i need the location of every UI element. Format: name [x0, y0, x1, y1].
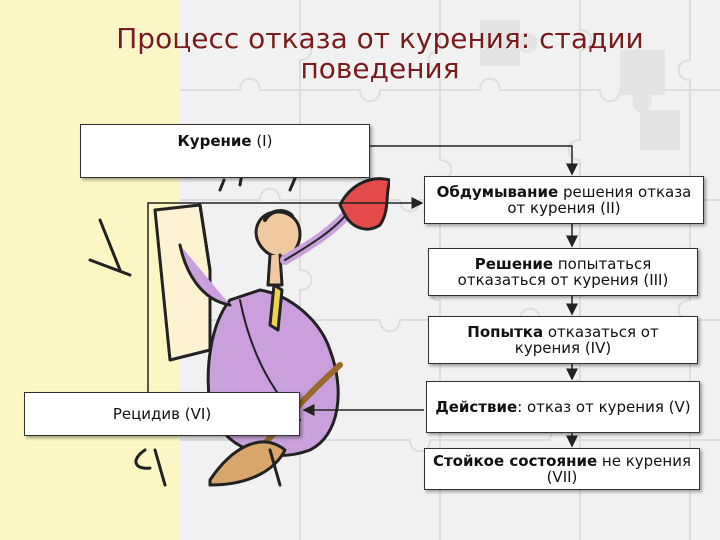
- stage-action-label: Действие: отказ от курения (V): [435, 399, 690, 415]
- stage-smoking-bold: Курение: [177, 132, 252, 150]
- stage-contemplation-rest: решения отказа от курения (II): [507, 183, 692, 217]
- title-line-2: поведения: [300, 52, 460, 85]
- stage-attempt: Попытка отказаться от курения (IV): [428, 316, 698, 364]
- title-line-1: Процесс отказа от курения: стадии: [116, 22, 644, 55]
- stage-relapse-label: Рецидив (VI): [113, 406, 211, 422]
- page-title: Процесс отказа от курения: стадии поведе…: [60, 24, 700, 84]
- stage-decision-label: Решение попытаться отказаться от курения…: [435, 256, 691, 288]
- connector-smoking-to-contemplation: [370, 145, 578, 176]
- stage-contemplation-label: Обдумывание решения отказа от курения (I…: [431, 184, 697, 216]
- stage-attempt-bold: Попытка: [467, 323, 544, 341]
- stage-stable: Стойкое состояние не курения (VII): [424, 448, 700, 490]
- stage-decision-bold: Решение: [474, 255, 554, 273]
- stage-attempt-rest: отказаться от курения (IV): [514, 323, 659, 357]
- stage-action: Действие: отказ от курения (V): [426, 381, 700, 433]
- stage-contemplation: Обдумывание решения отказа от курения (I…: [424, 176, 704, 224]
- stage-smoking-label: Курение (I): [178, 133, 273, 149]
- stage-relapse-bold: Рецидив: [112, 405, 181, 423]
- stage-decision-rest: попытаться отказаться от курения (III): [457, 255, 669, 289]
- stage-smoking: Курение (I): [80, 124, 370, 178]
- stage-decision: Решение попытаться отказаться от курения…: [428, 248, 698, 296]
- yellow-side-panel: [0, 0, 181, 540]
- stage-stable-label: Стойкое состояние не курения (VII): [431, 453, 693, 485]
- stage-action-bold: Действие: [435, 398, 518, 416]
- connector-relapse-to-contemplation: [147, 197, 424, 392]
- stage-contemplation-bold: Обдумывание: [436, 183, 559, 201]
- stage-relapse: Рецидив (VI): [24, 392, 300, 436]
- stage-smoking-rest: (I): [251, 132, 273, 150]
- stage-attempt-label: Попытка отказаться от курения (IV): [435, 324, 691, 356]
- stage-stable-bold: Стойкое состояние: [432, 452, 598, 470]
- stage-action-rest: : отказ от курения (V): [517, 398, 691, 416]
- stage-stable-rest: не курения (VII): [546, 452, 691, 486]
- stage-relapse-rest: (VI): [180, 405, 212, 423]
